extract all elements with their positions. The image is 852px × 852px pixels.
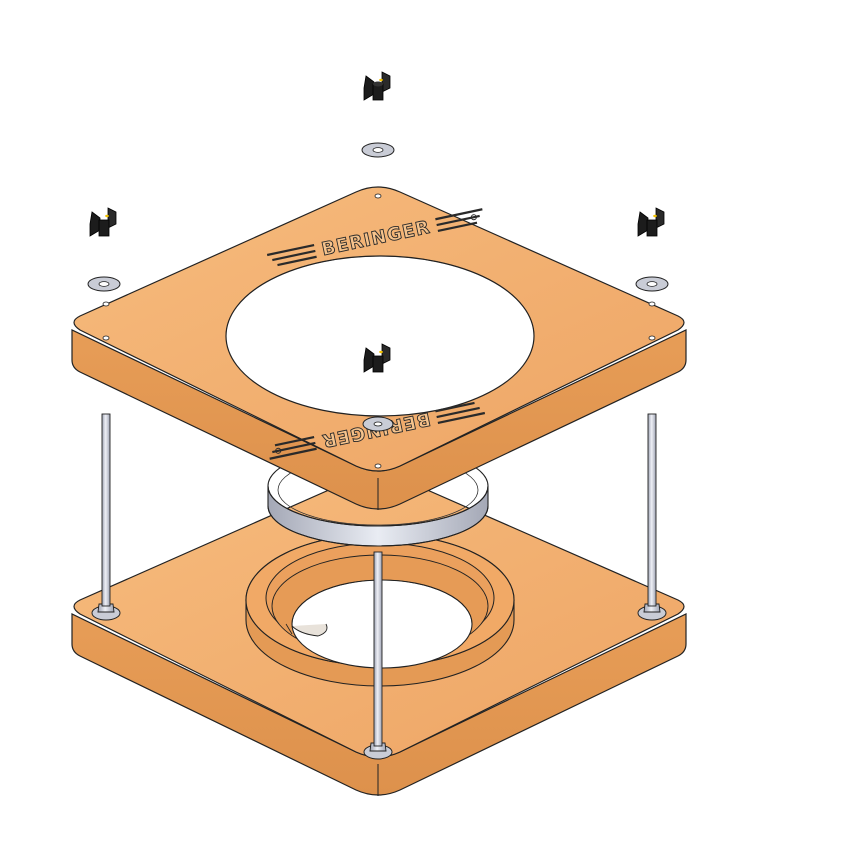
- washer-top: [361, 142, 395, 158]
- base-hex-nut-front: [363, 742, 393, 760]
- washer-right: [635, 276, 669, 292]
- threaded-rod-right: [647, 413, 657, 607]
- top-plate-opening: [225, 255, 535, 417]
- top-plate: BERINGER BERINGER: [71, 186, 687, 510]
- threaded-rod-left: [101, 413, 111, 607]
- washer-on-plate: [362, 416, 394, 432]
- wing-nut-right: [637, 207, 665, 237]
- base-notch: [291, 623, 328, 637]
- wing-nut-top: [363, 71, 391, 101]
- threaded-rod-front: [373, 551, 383, 747]
- washer-left: [87, 276, 121, 292]
- wing-nut-center: [363, 343, 391, 373]
- wing-nut-left: [89, 207, 117, 237]
